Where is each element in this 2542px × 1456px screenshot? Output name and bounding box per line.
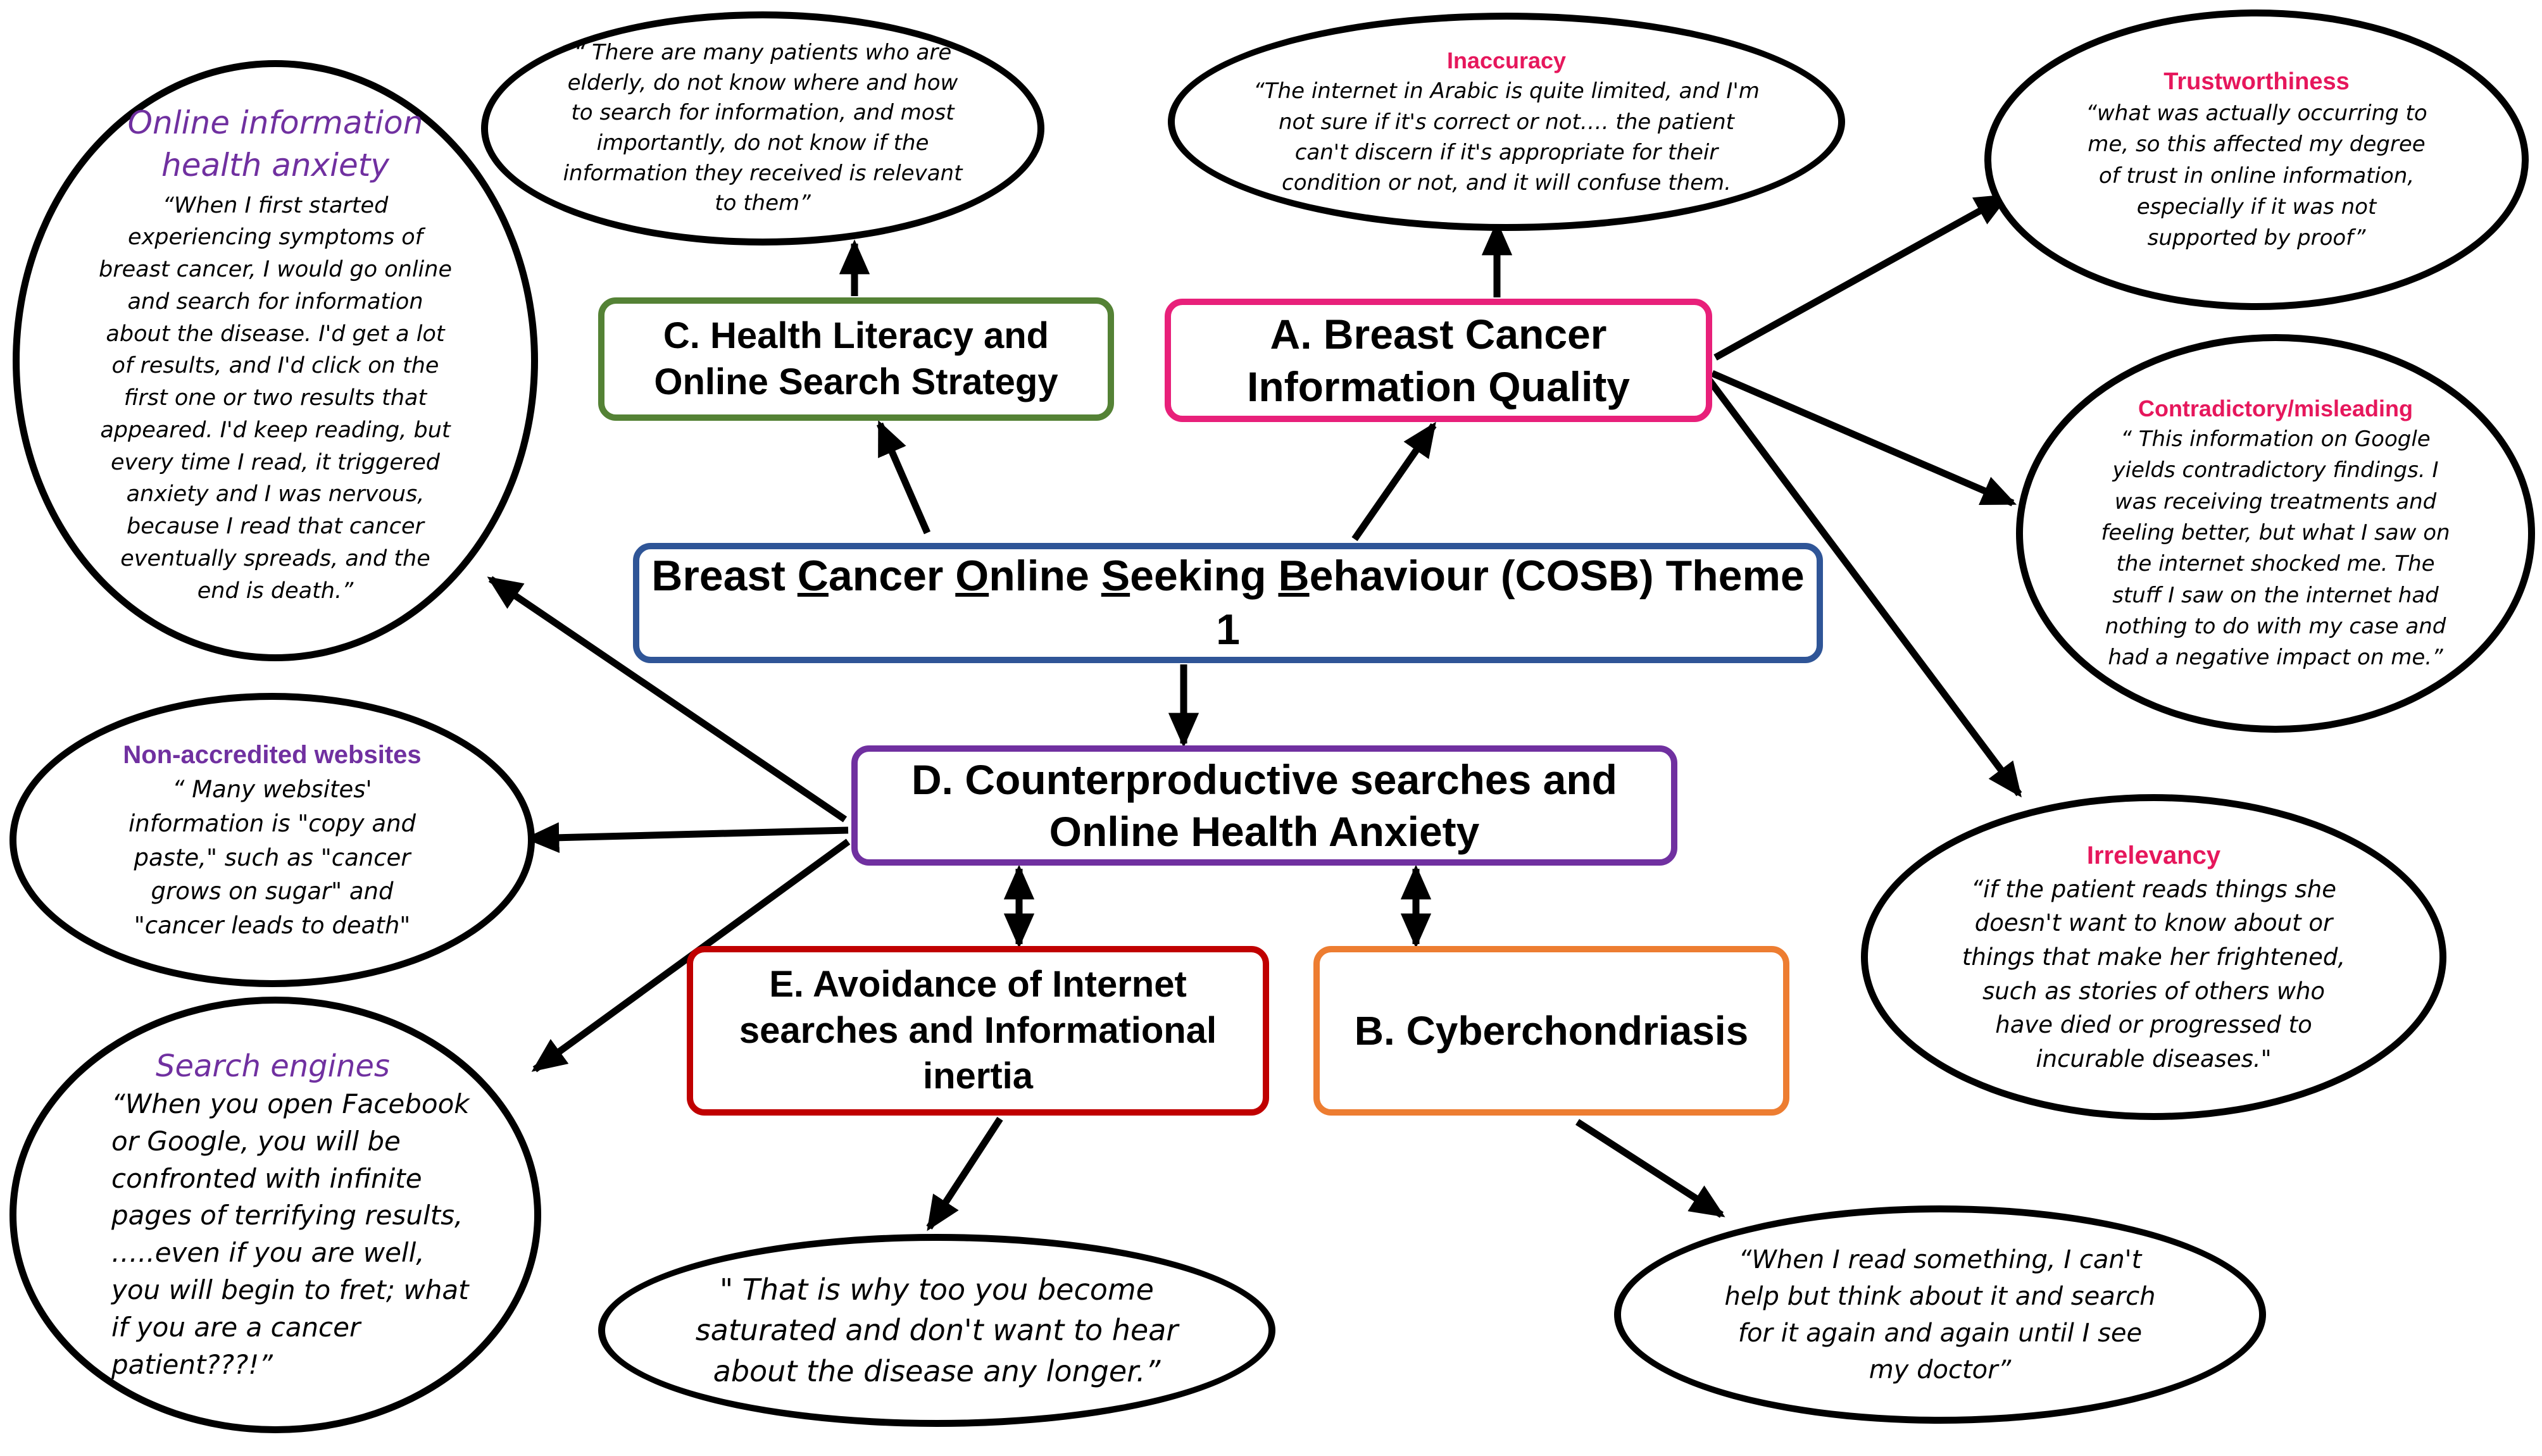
- theme-center-label: Breast Cancer Online Seeking Behaviour (…: [651, 552, 1805, 654]
- arrow-a-to-trust: [1713, 193, 2010, 361]
- quote-contradictory-text: “ This information on Google yields cont…: [2101, 426, 2450, 671]
- quote-search-title: Search engines: [156, 1048, 390, 1084]
- arrow-a-to-irrelevancy: [1706, 377, 2022, 798]
- node-c-label: C. Health Literacy and Online Search Str…: [654, 315, 1058, 402]
- quote-doctor-text: “When I read something, I can't help but…: [1724, 1245, 2156, 1384]
- node-c-box: C. Health Literacy and Online Search Str…: [598, 297, 1114, 421]
- quote-nonaccredited-title: Non-accredited websites: [123, 741, 422, 769]
- quote-trustworthiness: Trustworthiness “what was actually occur…: [1984, 9, 2529, 310]
- arrow-d-to-anxiety: [487, 576, 848, 823]
- arrow-a-to-contradictory: [1710, 370, 2017, 507]
- quote-elderly: “ There are many patients who are elderl…: [481, 11, 1044, 246]
- node-e-label: E. Avoidance of Internet searches and In…: [739, 964, 1217, 1097]
- node-a-label: A. Breast Cancer Information Quality: [1246, 311, 1631, 410]
- quote-doctor: “When I read something, I can't help but…: [1614, 1205, 2266, 1424]
- node-b-label: B. Cyberchondriasis: [1354, 1008, 1749, 1054]
- node-d-label: D. Counterproductive searches and Online…: [911, 756, 1617, 856]
- node-d-box: D. Counterproductive searches and Online…: [851, 745, 1677, 866]
- quote-trust-text: “what was actually occurring to me, so t…: [2086, 100, 2427, 251]
- quote-contradictory-title: Contradictory/misleading: [2138, 395, 2414, 421]
- quote-anxiety-text: “When I first started experiencing sympt…: [99, 192, 453, 604]
- quote-saturated-text: " That is why too you become saturated a…: [695, 1272, 1179, 1388]
- arrow-center-to-a: [1351, 421, 1437, 542]
- quote-irrelevancy: Irrelevancy “if the patient reads things…: [1861, 794, 2446, 1120]
- quote-irrelevancy-title: Irrelevancy: [2086, 841, 2221, 869]
- arrow-d-to-nonaccredited: [524, 822, 849, 853]
- quote-inaccuracy: Inaccuracy “The internet in Arabic is qu…: [1168, 13, 1845, 231]
- quote-trust-title: Trustworthiness: [2163, 68, 2350, 95]
- quote-irrelevancy-text: “if the patient reads things she doesn't…: [1962, 875, 2346, 1073]
- arrow-e-to-saturated: [926, 1116, 1003, 1231]
- quote-search-engines: Search engines “When you open Facebook o…: [9, 997, 541, 1433]
- quote-inaccuracy-text: “The internet in Arabic is quite limited…: [1253, 78, 1760, 196]
- node-e-box: E. Avoidance of Internet searches and In…: [687, 946, 1269, 1116]
- quote-contradictory: Contradictory/misleading “ This informat…: [2016, 334, 2535, 733]
- node-a-box: A. Breast Cancer Information Quality: [1165, 299, 1712, 422]
- theme-center-box: Breast Cancer Online Seeking Behaviour (…: [633, 543, 1823, 663]
- quote-online-health-anxiety: Online information health anxiety “When …: [13, 60, 538, 661]
- quote-anxiety-title: Online information health anxiety: [127, 104, 423, 184]
- quote-inaccuracy-title: Inaccuracy: [1446, 47, 1567, 73]
- quote-nonaccredited-text: “ Many websites' information is "copy an…: [128, 776, 416, 939]
- quote-non-accredited: Non-accredited websites “ Many websites'…: [9, 693, 535, 987]
- arrow-center-to-c: [876, 420, 931, 535]
- quote-search-text: “When you open Facebook or Google, you w…: [111, 1088, 470, 1380]
- arrow-b-to-doctor: [1575, 1119, 1725, 1218]
- quote-elderly-text: “ There are many patients who are elderl…: [563, 40, 963, 216]
- node-b-box: B. Cyberchondriasis: [1313, 946, 1789, 1116]
- quote-saturated: " That is why too you become saturated a…: [598, 1234, 1275, 1427]
